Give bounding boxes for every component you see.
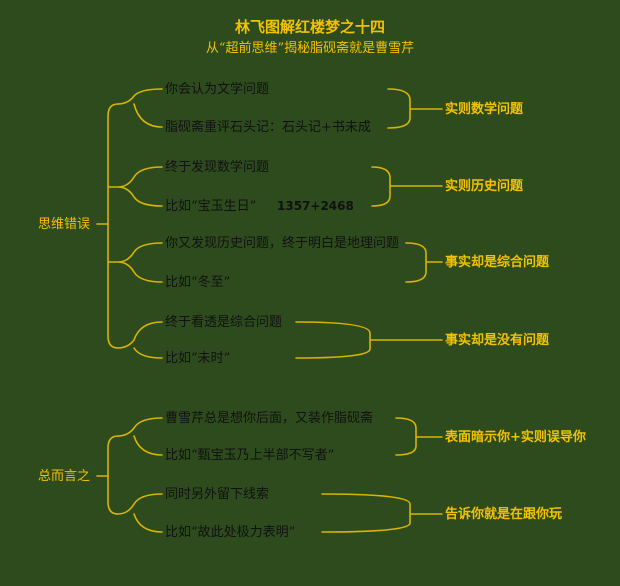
group-3-item-2: 比如“冬至”: [165, 275, 231, 290]
group-1-item-2: 脂砚斋重评石头记：石头记+书未成: [165, 120, 371, 135]
section-label-thinking-error: 思维错误: [38, 217, 91, 232]
section-2-spine: [107, 435, 119, 515]
group-2-item-2-numbers: 1357+2468: [277, 199, 354, 213]
group-5-result: 表面暗示你+实则误导你: [445, 430, 586, 445]
group-4-item-1: 终于看透是综合问题: [165, 315, 283, 330]
group-6-result: 告诉你就是在跟你玩: [445, 507, 563, 522]
group-6-brace: [117, 493, 163, 533]
result-4-brace: [295, 321, 443, 359]
group-1-brace: [117, 88, 163, 128]
result-6-brace: [321, 493, 443, 533]
group-2-item-1: 终于发现数学问题: [165, 160, 270, 175]
group-6-item-1: 同时另外留下线索: [165, 487, 270, 502]
group-5-item-1: 曹雪芹总是想你后面，又装作脂砚斋: [165, 411, 374, 426]
group-4-result: 事实却是没有问题: [445, 333, 550, 348]
result-1-brace: [387, 88, 443, 129]
group-4-item-2: 比如“未时”: [165, 351, 231, 366]
group-2-result: 实则历史问题: [445, 179, 524, 194]
group-5-item-2: 比如“甄宝玉乃上半部不写者”: [165, 448, 335, 463]
result-5-brace: [395, 417, 443, 456]
group-4-brace: [117, 321, 163, 359]
group-1-result: 实则数学问题: [445, 102, 524, 117]
section-1-spine: [107, 103, 119, 349]
group-2-brace: [107, 166, 163, 207]
group-6-item-2: 比如“故此处极力表明”: [165, 525, 296, 540]
page-subtitle: 从“超前思维”揭秘脂砚斋就是曹雪芹: [205, 41, 415, 56]
group-2-item-2: 比如“宝玉生日”: [165, 199, 257, 214]
section-label-in-summary: 总而言之: [38, 469, 91, 484]
group-3-brace: [107, 242, 163, 283]
group-1-item-1: 你会认为文学问题: [165, 82, 270, 97]
group-5-brace: [117, 417, 163, 456]
group-3-result: 事实却是综合问题: [445, 255, 550, 270]
group-3-item-1: 你又发现历史问题，终于明白是地理问题: [165, 236, 400, 251]
result-2-brace: [371, 166, 443, 207]
page-title: 林飞图解红楼梦之十四: [234, 18, 385, 36]
result-3-brace: [405, 242, 443, 283]
